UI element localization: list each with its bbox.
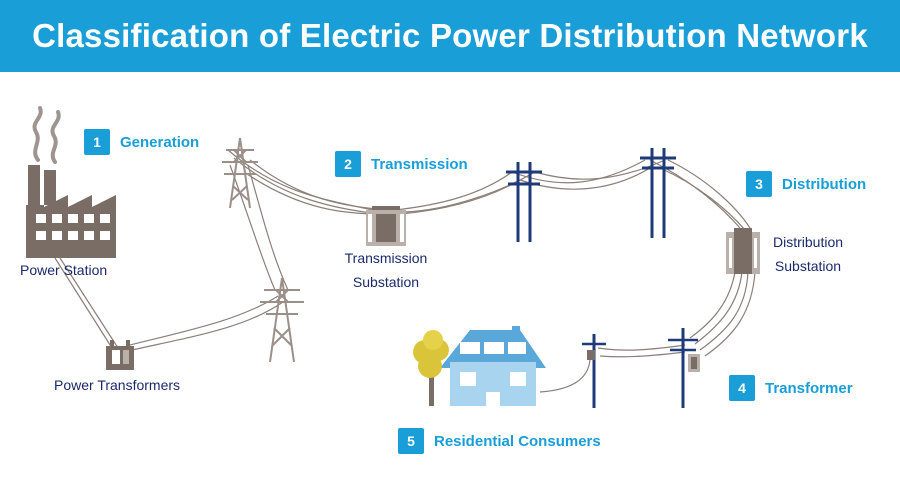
house-icon [440,326,546,406]
power-station-icon [26,106,116,258]
utility-pole-2-icon [640,148,676,238]
transmission-substation-caption: Transmission Substation [334,246,438,294]
step-residential-consumers: 5 Residential Consumers [398,428,601,454]
power-wires [54,149,756,393]
step-label: Distribution [782,175,867,193]
step-transformer: 4 Transformer [729,375,853,401]
step-distribution: 3 Distribution [746,171,866,197]
distribution-substation-icon [726,228,760,274]
step-label: Transmission [371,155,468,173]
distribution-substation-caption: Distribution Substation [762,230,854,278]
step-number-badge: 5 [398,428,424,454]
power-transformer-icon [106,340,134,370]
step-generation: 1 Generation [84,129,199,155]
transmission-tower-icon [222,137,258,209]
caption-line: Transmission [344,250,428,266]
power-transformers-caption: Power Transformers [54,377,181,393]
transmission-tower-2-icon [260,277,304,363]
title-banner: Classification of Electric Power Distrib… [0,0,900,72]
step-number-badge: 1 [84,129,110,155]
transformer-pole-icon [668,328,700,408]
step-label: Generation [120,133,200,151]
transmission-substation-icon [366,206,406,246]
step-number-badge: 4 [729,375,755,401]
step-label: Residential Consumers [434,432,601,450]
house-pole-icon [582,334,606,408]
step-number-badge: 2 [335,151,361,177]
utility-pole-1-icon [506,162,542,242]
caption-line: Distribution [772,234,844,250]
caption-line: Substation [352,274,420,290]
page-title: Classification of Electric Power Distrib… [32,17,868,54]
step-number-badge: 3 [746,171,772,197]
caption-line: Substation [774,258,842,274]
tree-icon [413,330,449,406]
step-transmission: 2 Transmission [335,151,468,177]
step-label: Transformer [765,379,853,397]
power-station-caption: Power Station [20,262,108,278]
